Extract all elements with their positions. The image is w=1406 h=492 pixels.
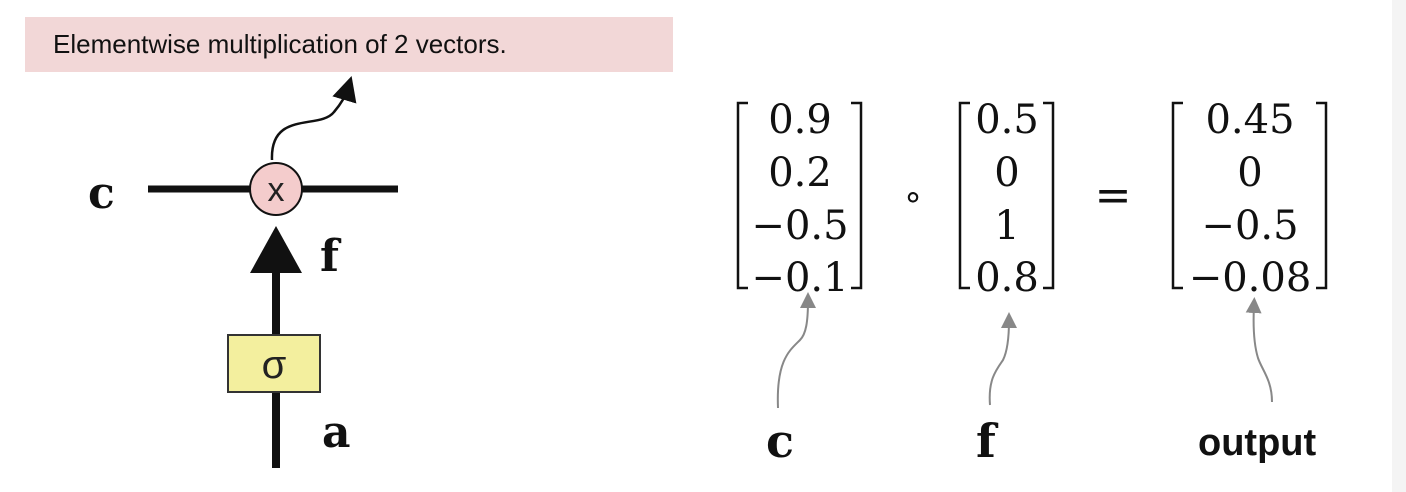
label-output: output [1198,422,1317,464]
label-f: f [976,414,996,468]
bracket-right-f [1043,101,1055,290]
bracket-left-c [736,101,748,290]
right-edge-strip [1392,0,1406,492]
bracket-right-output [1316,101,1328,290]
vector-output-value-1: 0 [1237,150,1262,196]
label-c: c [766,414,795,468]
forget-label: f [320,231,342,282]
forget-arrow-head [250,226,302,273]
callout-box: Elementwise multiplication of 2 vectors. [25,17,673,72]
sigma-box [227,334,321,393]
vector-c-value-2: −0.5 [751,203,848,249]
callout-connector [270,76,357,161]
callout-text: Elementwise multiplication of 2 vectors. [53,29,507,59]
gate-diagram: σ x c f a [88,76,398,468]
pointer-arrow-c [776,292,816,409]
hadamard-operator: ∘ [902,177,923,217]
bracket-left-f [958,101,970,290]
vector-f-value-3: 0.8 [975,255,1039,301]
pointer-arrow-output [1245,297,1273,403]
input-label: a [322,407,351,458]
bracket-right-c [851,101,863,290]
vector-output-value-0: 0.45 [1205,97,1294,143]
vector-c-value-1: 0.2 [768,150,832,196]
vector-c: 0.9 0.2 −0.5 −0.1 [736,97,863,301]
vector-c-value-3: −0.1 [751,255,848,301]
vector-f-value-2: 1 [994,203,1019,249]
vector-f-value-0: 0.5 [975,97,1039,143]
bracket-left-output [1171,101,1183,290]
cell-label: c [88,168,115,219]
vector-output-value-3: −0.08 [1189,255,1312,301]
vector-f: 0.5 0 1 0.8 [958,97,1055,301]
multiply-circle [249,162,303,216]
pointer-arrow-f [988,312,1017,406]
vector-f-value-1: 0 [994,150,1019,196]
vector-c-value-0: 0.9 [768,97,832,143]
vector-output: 0.45 0 −0.5 −0.08 [1171,97,1328,301]
equals-operator: = [1095,170,1132,221]
vector-output-value-2: −0.5 [1201,203,1298,249]
multiply-symbol: x [268,171,285,209]
sigma-symbol: σ [262,343,287,387]
